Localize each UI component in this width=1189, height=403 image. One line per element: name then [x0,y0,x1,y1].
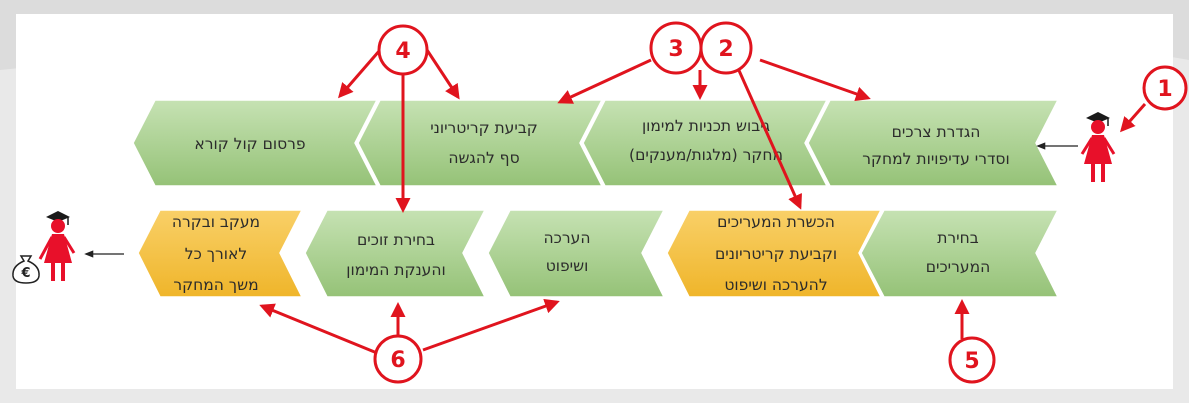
step-choose-evaluators-line1: בחירת [937,229,979,247]
step-monitoring-line1: מעקב ובקרה [172,213,260,231]
step-threshold-criteria-line2: סף להגשה [448,149,519,167]
step-train-evaluators-line3: להערכה ושיפוט [724,276,827,294]
diagram-canvas [16,14,1173,389]
callout-1-number: 1 [1157,77,1172,102]
callout-2-number: 2 [718,37,733,62]
step-publish-call-line1: פרסום קול קורא [194,135,305,153]
step-select-winners-line1: בחירת זוכים [357,231,435,249]
callout-5: 5 [948,336,996,384]
step-publish-call: פרסום קול קורא [132,99,379,187]
callout-3-number: 3 [668,37,683,62]
step-threshold-criteria-line1: קביעת קריטריוני [430,119,538,137]
callout-2: 2 [699,21,753,75]
step-train-evaluators: הכשרת המעריכים וקביעת קריטריונים להערכה … [666,209,883,298]
step-funding-programs-line2: מחקר (מלגות/מענקים) [629,146,783,164]
callout-1: 1 [1142,65,1188,111]
step-select-winners-line2: והענקת המימון [346,261,445,279]
step-threshold-criteria: קביעת קריטריוני סף להגשה [357,99,604,187]
step-funding-programs-line1: גיבוש תכניות למימון [642,117,770,135]
callout-5-number: 5 [964,349,979,374]
step-evaluation-line2: ושיפוט [546,257,589,275]
step-train-evaluators-line2: וקביעת קריטריונים [715,245,837,263]
euro-money-bag-icon: € [12,255,40,284]
step-evaluation-line1: הערכה [544,229,591,247]
callout-6: 6 [373,334,423,384]
step-monitoring-line2: לאורך כל [185,245,247,263]
callout-4-number: 4 [395,39,410,64]
euro-symbol: € [20,266,30,281]
graduate-woman-icon [38,211,76,281]
step-choose-evaluators-line2: המעריכים [926,258,991,276]
step-monitoring: מעקב ובקרה לאורך כל משך המחקר [137,209,304,298]
callout-3: 3 [649,21,703,75]
step-define-needs-line2: וסדרי עדיפויות למחקר [862,150,1009,168]
callout-6-number: 6 [390,348,405,373]
step-evaluation: הערכה ושיפוט [487,209,666,298]
graduate-woman-icon [1080,112,1116,182]
step-define-needs-line1: הגדרת צרכים [892,123,981,141]
step-train-evaluators-line1: הכשרת המעריכים [717,213,835,231]
step-choose-evaluators: בחירת המעריכים [860,209,1060,298]
step-select-winners: בחירת זוכים והענקת המימון [304,209,487,298]
step-funding-programs: גיבוש תכניות למימון מחקר (מלגות/מענקים) [582,99,829,187]
step-monitoring-line3: משך המחקר [173,276,258,294]
step-define-needs: הגדרת צרכים וסדרי עדיפויות למחקר [807,99,1060,187]
callout-4: 4 [377,24,429,76]
